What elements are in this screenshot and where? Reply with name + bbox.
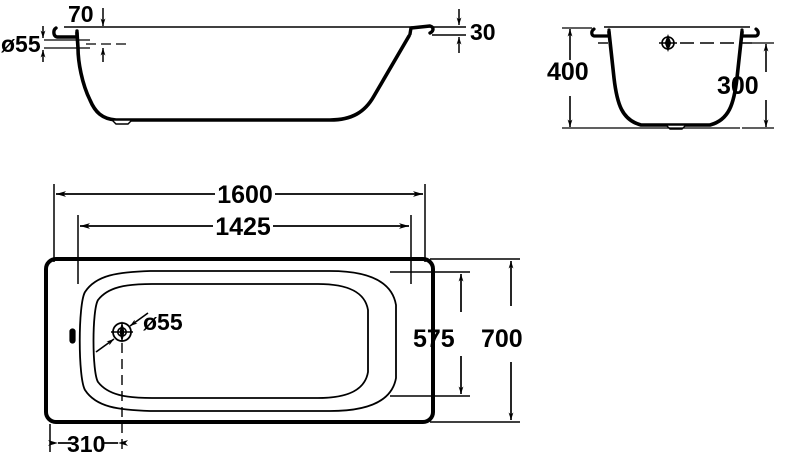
end-elevation-view: 400 300 — [547, 26, 774, 130]
plan-waste-leader-lower — [95, 338, 115, 353]
plan-bowl-outline-outer — [78, 270, 397, 412]
dim-300-label: 300 — [717, 72, 759, 100]
plan-waste-leader-upper — [129, 312, 149, 327]
overflow-centre-mark-icon — [659, 34, 677, 52]
dim-70-label: 70 — [68, 1, 94, 27]
elevation-right-rim-hook — [408, 24, 435, 36]
plan-outer-rim — [44, 257, 435, 424]
dim-400-label: 400 — [547, 58, 589, 86]
plan-overflow-slot — [69, 328, 76, 344]
dim-700-label: 700 — [481, 325, 523, 353]
plan-bowl-outline-inner — [92, 283, 369, 399]
dim-30-label: 30 — [470, 19, 496, 45]
dim-o55-plan-label: ø55 — [143, 309, 183, 335]
end-left-rim-hook — [590, 27, 611, 38]
dim-1600-label: 1600 — [217, 181, 273, 209]
elevation-body-outline — [75, 31, 411, 122]
plan-view: ø55 1600 1425 575 700 310 — [44, 181, 523, 455]
dim-575-label: 575 — [413, 325, 455, 353]
elevation-left-rim-hook — [52, 26, 79, 39]
elevation-waste-nub — [110, 119, 134, 125]
end-right-rim-hook — [740, 27, 760, 38]
dim-o55-elevation-label: ø55 — [1, 31, 41, 57]
side-elevation-view: 70 ø55 30 — [1, 1, 496, 125]
dim-310-label: 310 — [67, 431, 105, 455]
plan-waste-target-icon — [111, 321, 133, 343]
dim-1425-label: 1425 — [215, 213, 271, 241]
